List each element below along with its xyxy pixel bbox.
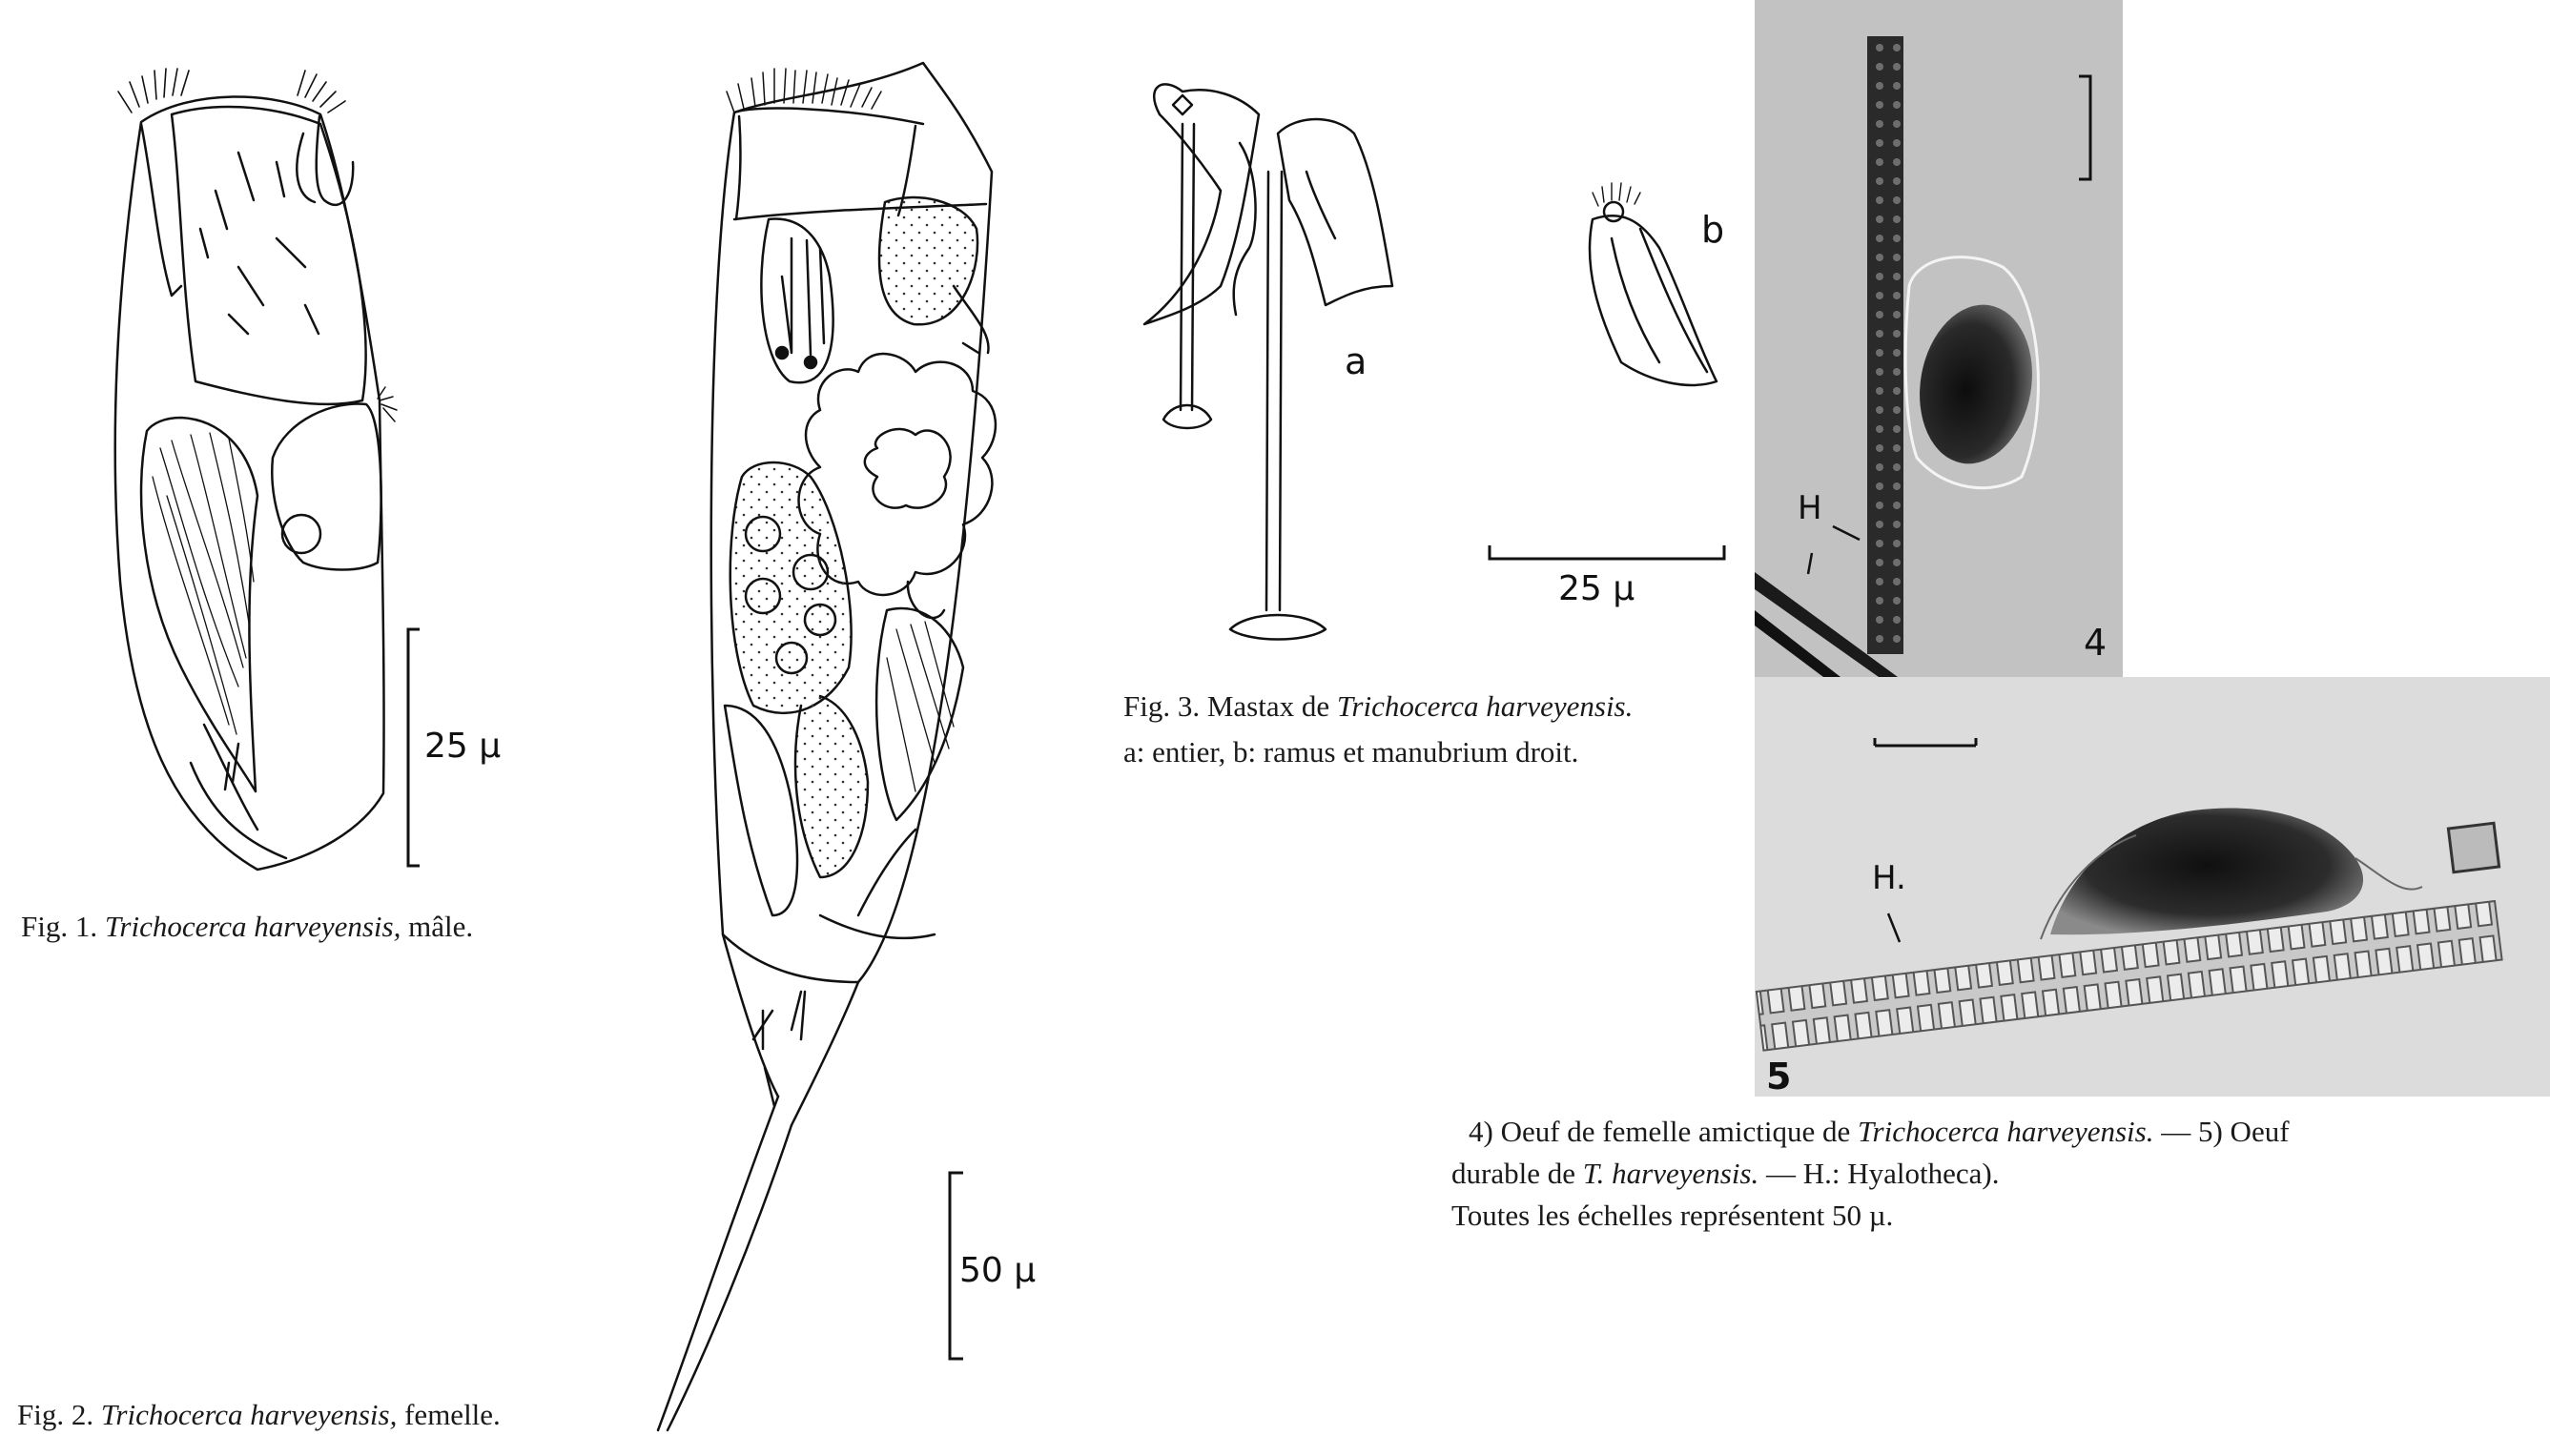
figure-3-caption-line-2: a: entier, b: ramus et manubrium droit. bbox=[1123, 735, 1579, 769]
figure-3b-ramus-drawing bbox=[1588, 182, 1718, 387]
photos-caption-line-2-prefix: durable de bbox=[1451, 1157, 1575, 1190]
figure-3a-label: a bbox=[1345, 340, 1368, 382]
photo-4-amictic-egg bbox=[1755, 0, 2123, 677]
photos-caption-line-1-suffix: — 5) Oeuf bbox=[2161, 1115, 2290, 1148]
figure-1-scale-label: 25 µ bbox=[424, 727, 502, 766]
figure-3b-label: b bbox=[1701, 209, 1725, 251]
figure-2-scale-label: 50 µ bbox=[959, 1251, 1037, 1290]
figure-3-scale-bar bbox=[1488, 545, 1726, 561]
photos-caption-line-1: 4) Oeuf de femelle amictique de Trichoce… bbox=[1469, 1114, 2290, 1151]
photo-5-hyalotheca-marker: H. bbox=[1872, 859, 1906, 897]
figure-2-caption-prefix: Fig. 2. bbox=[17, 1398, 94, 1431]
figure-1-male-drawing bbox=[113, 68, 398, 872]
figure-2-caption-species: Trichocerca harveyensis, bbox=[100, 1398, 398, 1431]
figure-2-caption: Fig. 2. Trichocerca harveyensis, femelle… bbox=[17, 1397, 501, 1434]
photos-caption-line-2-suffix: — H.: Hyalotheca). bbox=[1766, 1157, 2000, 1190]
figure-2-scale-bar bbox=[948, 1171, 963, 1361]
figure-1-caption: Fig. 1. Trichocerca harveyensis, mâle. bbox=[21, 909, 473, 946]
photos-caption-line-2: durable de T. harveyensis. — H.: Hyaloth… bbox=[1451, 1156, 2000, 1193]
photos-caption-line-1-prefix: 4) Oeuf de femelle amictique de bbox=[1469, 1115, 1851, 1148]
figure-3-scale-label: 25 µ bbox=[1558, 569, 1635, 608]
figure-1-caption-species: Trichocerca harveyensis, bbox=[104, 910, 401, 943]
figure-3-caption-line-1: Fig. 3. Mastax de Trichocerca harveyensi… bbox=[1123, 688, 1633, 726]
figure-3a-mastax-drawing bbox=[1142, 83, 1394, 641]
figure-3-caption-species: Trichocerca harveyensis. bbox=[1336, 689, 1634, 723]
photos-caption-line-3: Toutes les échelles représentent 50 µ. bbox=[1451, 1199, 1894, 1232]
figure-1-caption-suffix: mâle. bbox=[408, 910, 474, 943]
photo-5-resting-egg bbox=[1755, 677, 2550, 1097]
photo-4-number: 4 bbox=[2084, 622, 2108, 664]
figure-2-caption-suffix: femelle. bbox=[404, 1398, 501, 1431]
photos-caption-line-2-species: T. harveyensis. bbox=[1582, 1157, 1759, 1190]
figure-3-caption-prefix: Fig. 3. Mastax de bbox=[1123, 689, 1330, 723]
figure-2-female-drawing bbox=[656, 61, 997, 1432]
photos-caption-line-1-species: Trichocerca harveyensis. bbox=[1857, 1115, 2154, 1148]
photo-4-hyalotheca-marker: H bbox=[1798, 489, 1822, 527]
figure-1-caption-prefix: Fig. 1. bbox=[21, 910, 98, 943]
figure-1-scale-bar bbox=[406, 627, 420, 868]
photo-5-number: 5 bbox=[1766, 1056, 1792, 1097]
